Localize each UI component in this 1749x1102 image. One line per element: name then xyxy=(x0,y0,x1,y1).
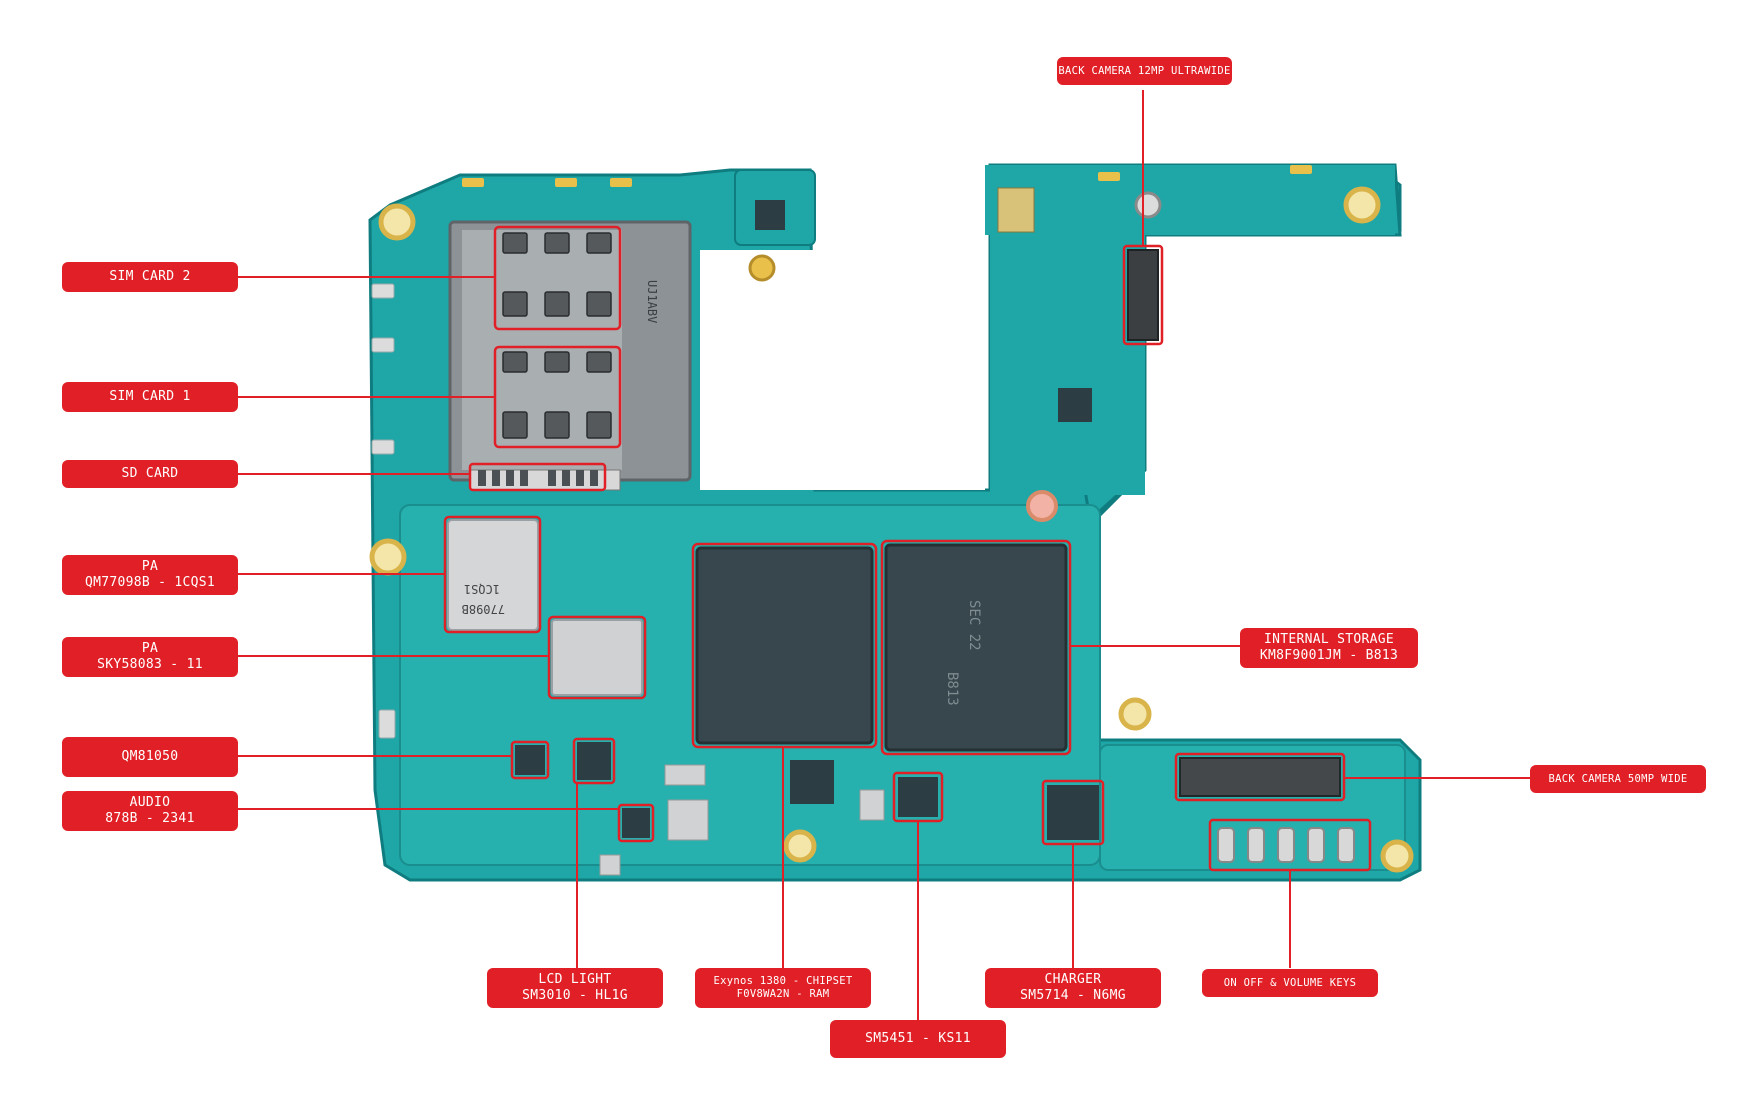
label-back-camera-wide-text: BACK CAMERA 50MP WIDE xyxy=(1548,772,1688,785)
label-sim-card-2: SIM CARD 2 xyxy=(62,262,238,292)
label-audio-line-1: AUDIO xyxy=(129,795,171,810)
storage-chip xyxy=(884,543,1068,752)
storage-box xyxy=(880,539,1072,756)
label-lcd-light-line-1: LCD LIGHT xyxy=(538,972,612,987)
label-internal-storage-line-2: KM8F9001JM - B813 xyxy=(1259,648,1399,663)
sim-pads xyxy=(502,232,612,439)
label-pa-sky58083-line-1: PA xyxy=(141,641,159,656)
label-internal-storage-line-1: INTERNAL STORAGE xyxy=(1263,632,1395,647)
top-contacts xyxy=(462,165,1312,187)
sim-tray: UJ1ABV xyxy=(448,220,692,491)
label-sm5451-text: SM5451 - KS11 xyxy=(865,1031,971,1046)
label-pa-qm77098b-line-2: QM77098B - 1CQS1 xyxy=(84,575,216,590)
soc-chip xyxy=(695,546,874,745)
label-sm5451: SM5451 - KS11 xyxy=(830,1020,1006,1058)
label-chipset-line-2: F0V8WA2N - RAM xyxy=(736,988,830,1000)
soc-box xyxy=(691,542,878,749)
label-pa-sky58083: PA SKY58083 - 11 xyxy=(62,637,238,677)
leader-lines xyxy=(238,90,1530,1023)
lower-passives xyxy=(599,764,885,876)
label-sd-card-text: SD CARD xyxy=(121,466,179,481)
label-lcd-light: LCD LIGHT SM3010 - HL1G xyxy=(487,968,663,1008)
sd-box xyxy=(468,462,607,492)
lcd-light-box xyxy=(572,737,616,785)
tab-chip xyxy=(755,200,785,230)
label-qm81050: QM81050 xyxy=(62,737,238,777)
label-pa-qm77098b: PA QM77098B - 1CQS1 xyxy=(62,555,238,595)
label-keys-text: ON OFF & VOLUME KEYS xyxy=(1223,976,1357,989)
pcb-cutout-top xyxy=(820,160,985,256)
label-lcd-light-line-2: SM3010 - HL1G xyxy=(522,988,628,1003)
storage-chip-marking-1: SEC 22 xyxy=(966,600,982,651)
camera-antenna-pad xyxy=(1134,191,1162,219)
label-pa-qm77098b-line-1: PA xyxy=(141,559,159,574)
label-back-camera-ultrawide: BACK CAMERA 12MP ULTRAWIDE xyxy=(1057,57,1232,85)
label-chipset-line-1: Exynos 1380 - CHIPSET xyxy=(713,975,853,987)
label-sim-card-1: SIM CARD 1 xyxy=(62,382,238,412)
pa-chip-1-marking-1: 1CQS1 xyxy=(464,582,500,596)
label-sim-card-1-text: SIM CARD 1 xyxy=(109,389,191,404)
label-internal-storage: INTERNAL STORAGE KM8F9001JM - B813 xyxy=(1240,628,1418,668)
label-sd-card: SD CARD xyxy=(62,460,238,488)
wide-connector xyxy=(1179,757,1341,797)
audio-box xyxy=(617,803,655,843)
lower-ics xyxy=(515,742,1099,840)
ultrawide-connector xyxy=(1127,249,1159,341)
pa2-box xyxy=(547,615,647,700)
label-qm81050-text: QM81050 xyxy=(121,749,179,764)
pa-chip-1-marking-2: 77098B xyxy=(462,602,505,616)
small-ic-top-right xyxy=(1058,388,1092,422)
label-audio-line-2: 878B - 2341 xyxy=(105,811,195,826)
highlight-boxes xyxy=(443,225,1372,872)
label-sim-card-2-text: SIM CARD 2 xyxy=(109,269,191,284)
label-keys: ON OFF & VOLUME KEYS xyxy=(1202,969,1378,997)
label-back-camera-ultrawide-text: BACK CAMERA 12MP ULTRAWIDE xyxy=(1058,64,1231,77)
sim-tray-marking: UJ1ABV xyxy=(645,280,659,323)
label-charger-line-1: CHARGER xyxy=(1044,972,1102,987)
label-chipset: Exynos 1380 - CHIPSET F0V8WA2N - RAM xyxy=(695,968,871,1008)
label-charger-line-2: SM5714 - N6MG xyxy=(1020,988,1126,1003)
left-contacts xyxy=(371,283,396,739)
mounting-holes xyxy=(369,186,1414,873)
key-pads xyxy=(1217,827,1355,863)
qm81050-box xyxy=(510,740,550,780)
label-charger: CHARGER SM5714 - N6MG xyxy=(985,968,1161,1008)
label-audio: AUDIO 878B - 2341 xyxy=(62,791,238,831)
label-pa-sky58083-line-2: SKY58083 - 11 xyxy=(97,657,203,672)
pa-chip-2 xyxy=(551,619,643,696)
pcb-arm-top xyxy=(985,165,1395,235)
label-back-camera-wide: BACK CAMERA 50MP WIDE xyxy=(1530,765,1706,793)
sd-pins xyxy=(478,470,598,486)
pa-chip-1 xyxy=(447,519,539,631)
qr-marking xyxy=(997,187,1035,233)
tab-antenna-pad xyxy=(748,254,776,282)
pcb-arm-lower xyxy=(990,230,1145,495)
storage-chip-marking-2: B813 xyxy=(944,672,960,706)
